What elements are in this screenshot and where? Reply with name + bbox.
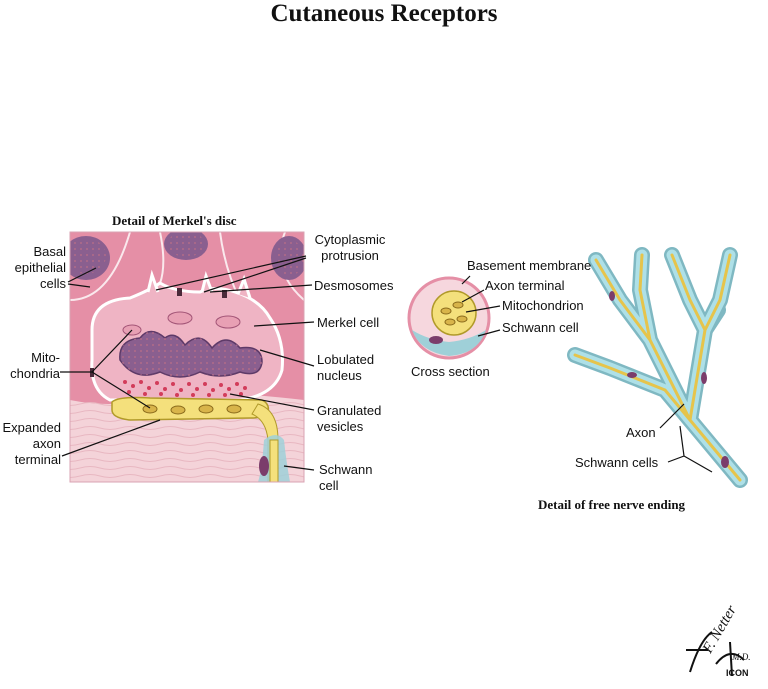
cross-leader-lines bbox=[461, 275, 501, 337]
cross-section-diagram bbox=[407, 276, 491, 360]
figure-title: Cutaneous Receptors bbox=[270, 0, 498, 27]
free-nerve-ending-diagram bbox=[567, 247, 748, 488]
mitochondrion-shape bbox=[215, 315, 241, 329]
signature-degree: M.D. bbox=[732, 652, 751, 662]
label-schwann-cells: Schwann cells bbox=[575, 455, 659, 470]
label-mitochondrion: Mitochondrion bbox=[502, 298, 584, 313]
axon-terminal-disc bbox=[111, 396, 270, 421]
mitochondrion-shape bbox=[167, 311, 193, 325]
label-merkel-cell: Merkel cell bbox=[317, 315, 380, 330]
netter-signature-mark bbox=[686, 631, 745, 677]
cross-section-caption: Cross section bbox=[411, 364, 490, 379]
label-mitochondria: Mito- chondria bbox=[10, 350, 60, 381]
label-granulated-vesicles: Granulated vesicles bbox=[317, 403, 382, 434]
merkel-caption: Detail of Merkel's disc bbox=[112, 213, 237, 228]
label-axon: Axon bbox=[626, 425, 656, 440]
basal-nucleus bbox=[274, 240, 304, 276]
label-cytoplasmic-protrusion: Cytoplasmic protrusion bbox=[314, 232, 386, 263]
basal-nucleus bbox=[70, 238, 106, 274]
label-axon-terminal: Axon terminal bbox=[485, 278, 565, 293]
label-expanded-axon-terminal: Expanded axon terminal bbox=[2, 420, 61, 467]
label-basal-epithelial-cells: Basal epithelial cells bbox=[14, 244, 66, 291]
label-schwann-cell: Schwann cell bbox=[319, 462, 373, 493]
icon-mark: ICON bbox=[726, 668, 749, 678]
basal-nucleus bbox=[168, 232, 204, 257]
label-cross-schwann-cell: Schwann cell bbox=[502, 320, 579, 335]
label-lobulated-nucleus: Lobulated nucleus bbox=[317, 352, 375, 383]
label-desmosomes: Desmosomes bbox=[314, 278, 394, 293]
granulated-vesicles-shape bbox=[123, 380, 247, 397]
merkel-leader-lines bbox=[60, 255, 315, 471]
free-nerve-caption: Detail of free nerve ending bbox=[538, 497, 686, 512]
merkel-disc-panel bbox=[70, 232, 304, 482]
free-leader-lines bbox=[659, 403, 713, 473]
label-basement-membrane: Basement membrane bbox=[467, 258, 592, 273]
